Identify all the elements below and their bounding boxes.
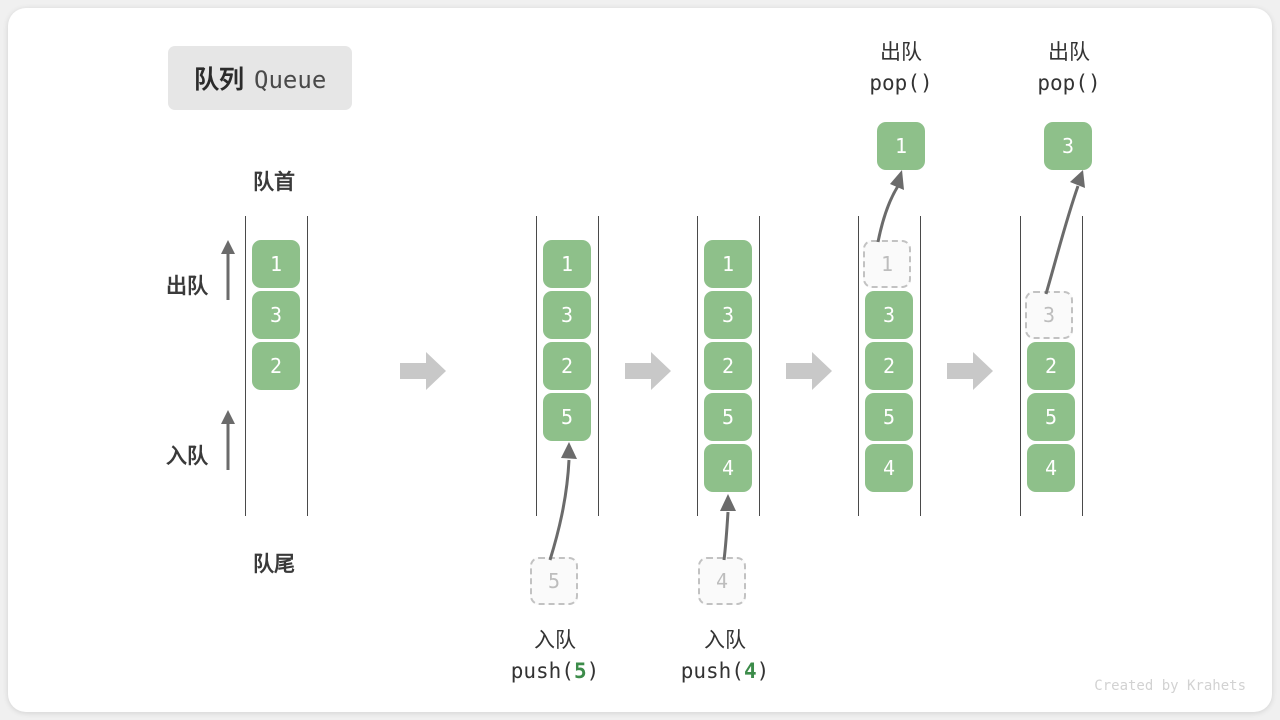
op-cn: 入队 — [704, 629, 746, 652]
ghost-item-pop-1: 1 — [863, 240, 911, 288]
queue-rail-left-4 — [858, 216, 859, 516]
flow-arrow-icon — [625, 352, 671, 390]
queue-rail-left-1 — [245, 216, 246, 516]
queue-item: 2 — [252, 342, 300, 390]
diagram-card: 队列 Queue 队首 队尾 出队 入队 1 3 2 1 3 2 5 5 入队 … — [8, 8, 1272, 712]
enqueue-label: 入队 — [166, 445, 208, 468]
operation-caption-pop-3: 出队 pop() — [984, 38, 1154, 99]
op-cn: 出队 — [1048, 41, 1090, 64]
queue-item-new: 5 — [543, 393, 591, 441]
queue-item: 5 — [865, 393, 913, 441]
push-arrow-4-icon — [720, 494, 736, 561]
dequeue-label: 出队 — [166, 275, 208, 298]
queue-rail-right-1 — [307, 216, 308, 516]
enqueue-arrow-icon — [221, 410, 235, 470]
op-num: 4 — [743, 659, 757, 684]
queue-item: 4 — [865, 444, 913, 492]
queue-item: 2 — [1027, 342, 1075, 390]
queue-item: 2 — [704, 342, 752, 390]
ghost-item-push-4: 4 — [698, 557, 746, 605]
operation-caption-pop-1: 出队 pop() — [816, 38, 986, 99]
queue-item-new: 4 — [704, 444, 752, 492]
operation-caption-push-5: 入队 push(5) — [470, 626, 640, 687]
queue-item: 1 — [543, 240, 591, 288]
queue-item: 1 — [704, 240, 752, 288]
op-code: pop() — [1037, 71, 1101, 96]
queue-item: 1 — [252, 240, 300, 288]
watermark-credit: Created by Krahets — [1094, 678, 1246, 694]
queue-rail-right-2 — [598, 216, 599, 516]
queue-item: 2 — [865, 342, 913, 390]
queue-rail-left-3 — [697, 216, 698, 516]
queue-item: 2 — [543, 342, 591, 390]
op-fn: push( — [680, 659, 744, 684]
title-en: Queue — [254, 66, 327, 94]
front-label: 队首 — [253, 171, 295, 194]
queue-item: 3 — [252, 291, 300, 339]
queue-item: 3 — [543, 291, 591, 339]
ghost-item-pop-3: 3 — [1025, 291, 1073, 339]
queue-item: 3 — [865, 291, 913, 339]
queue-item: 5 — [1027, 393, 1075, 441]
pop-arrow-3-icon — [1044, 170, 1085, 295]
pop-arrow-1-icon — [876, 170, 904, 243]
op-fn-close: ) — [756, 659, 770, 684]
popped-item-3: 3 — [1044, 122, 1092, 170]
queue-rail-left-5 — [1020, 216, 1021, 516]
op-code: push(5) — [470, 656, 640, 686]
op-fn: push( — [510, 659, 574, 684]
push-arrow-5-icon — [548, 442, 577, 561]
queue-rail-right-4 — [920, 216, 921, 516]
op-cn: 入队 — [534, 629, 576, 652]
queue-rail-right-3 — [759, 216, 760, 516]
diagram-title-badge: 队列 Queue — [168, 46, 353, 110]
queue-item: 4 — [1027, 444, 1075, 492]
flow-arrow-icon — [400, 352, 446, 390]
rear-label: 队尾 — [253, 553, 295, 576]
op-cn: 出队 — [880, 41, 922, 64]
queue-rail-right-5 — [1082, 216, 1083, 516]
queue-item: 5 — [704, 393, 752, 441]
ghost-item-push-5: 5 — [530, 557, 578, 605]
op-fn-close: ) — [586, 659, 600, 684]
flow-arrow-icon — [786, 352, 832, 390]
dequeue-arrow-icon — [221, 240, 235, 300]
op-code: pop() — [869, 71, 933, 96]
popped-item-1: 1 — [877, 122, 925, 170]
operation-caption-push-4: 入队 push(4) — [640, 626, 810, 687]
title-cn: 队列 — [194, 66, 245, 94]
flow-arrow-icon — [947, 352, 993, 390]
queue-item: 3 — [704, 291, 752, 339]
op-code: push(4) — [640, 656, 810, 686]
queue-rail-left-2 — [536, 216, 537, 516]
op-num: 5 — [573, 659, 587, 684]
